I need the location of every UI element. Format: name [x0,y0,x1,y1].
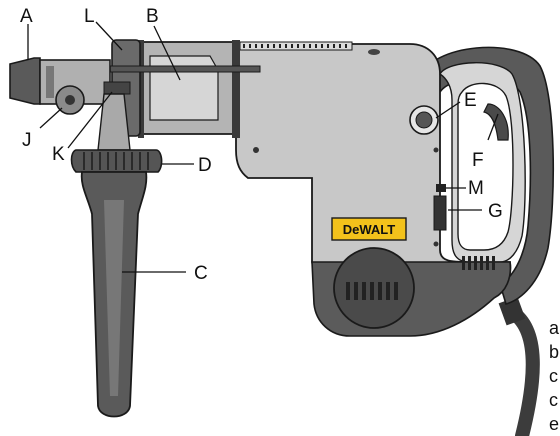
housing-seam [232,40,240,138]
housing-screw [253,147,259,153]
speed-dial [436,184,446,192]
tool-holder-ring [46,66,54,98]
side-text-line-5: e [549,414,559,434]
collar-seam [138,40,144,138]
housing-screw [433,147,439,153]
callout-label-j: J [22,130,32,151]
callout-label-l: L [84,6,95,27]
power-cord [505,305,540,436]
callout-label-g: G [488,201,503,222]
top-vent-slots [239,41,353,51]
callout-label-m: M [468,178,484,199]
callout-label-a: A [20,6,33,27]
side-handle-clamp [103,81,131,95]
chuck-sleeve [9,57,41,105]
housing-screw [433,241,439,247]
side-text-line-1: a [549,318,560,338]
callout-label-c: C [194,263,208,284]
callout-label-f: F [472,150,484,171]
knob-knurling [83,152,149,170]
trigger-switch [483,103,509,141]
lock-on-button [433,195,447,231]
side-text-line-4: c [549,390,558,410]
brand-logo-text: DeWALT [343,222,396,237]
callout-label-d: D [198,155,212,176]
clamp-knob-center [65,95,75,105]
motor-vent-slots [346,282,398,300]
callout-label-e: E [464,90,477,111]
side-text-line-3: c [549,366,558,386]
callout-label-k: K [52,144,65,165]
callout-label-b: B [146,6,159,27]
mode-selector-center [415,111,433,129]
grip-highlight [104,200,124,396]
leader-lines [27,21,499,273]
side-handle-stem [97,93,131,151]
brand-badge [331,217,407,241]
side-vent-slots [462,256,495,270]
side-text-line-2: b [549,342,559,362]
housing-screw [368,49,380,55]
